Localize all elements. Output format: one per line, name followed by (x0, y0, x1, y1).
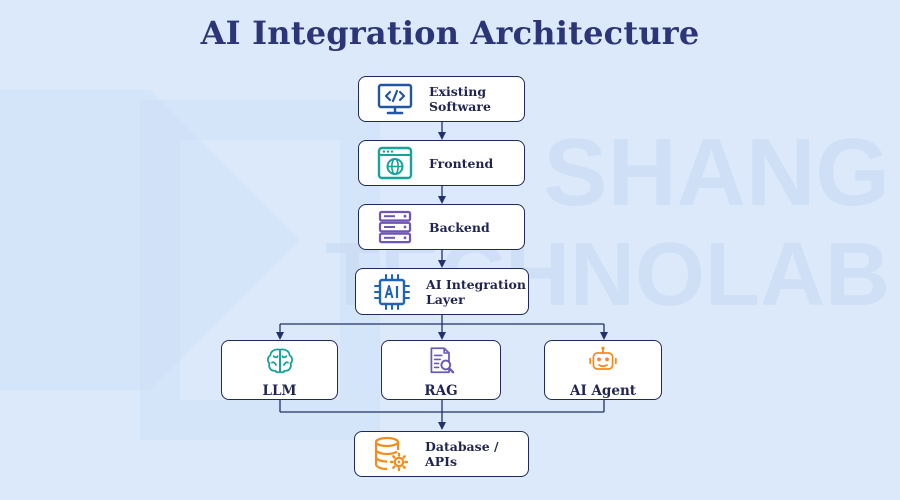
node-label: RAG (424, 383, 458, 399)
node-backend: Backend (358, 204, 525, 250)
database-gear-icon (374, 436, 409, 472)
node-frontend: Frontend (358, 140, 525, 186)
node-ai-integration-layer: AI Integration Layer (355, 268, 529, 315)
node-llm: LLM (221, 340, 338, 400)
brain-icon (266, 348, 293, 374)
node-ai-agent: AI Agent (544, 340, 662, 400)
node-existing-software: Existing Software (358, 76, 525, 122)
node-label: Frontend (429, 155, 494, 171)
robot-icon (589, 346, 617, 370)
ai-chip-icon (374, 273, 410, 310)
document-search-icon (430, 347, 455, 374)
node-database-apis: Database / APIs (354, 431, 529, 477)
node-rag: RAG (381, 340, 501, 400)
node-label: AI Agent (569, 383, 637, 399)
server-icon (378, 210, 412, 244)
node-label: Database / APIs (425, 439, 499, 469)
label-line-2: Layer (426, 291, 465, 307)
node-label: AI Integration Layer (426, 277, 526, 307)
label-line-1: AI Integration (426, 276, 526, 292)
page-title: AI Integration Architecture (200, 14, 700, 52)
browser-globe-icon (377, 146, 413, 180)
node-label: Existing Software (429, 84, 491, 114)
label-line-2: Software (429, 99, 491, 114)
node-label: Backend (429, 219, 490, 235)
label-line-1: Existing (429, 84, 487, 99)
code-monitor-icon (377, 83, 413, 115)
node-label: LLM (262, 383, 297, 399)
